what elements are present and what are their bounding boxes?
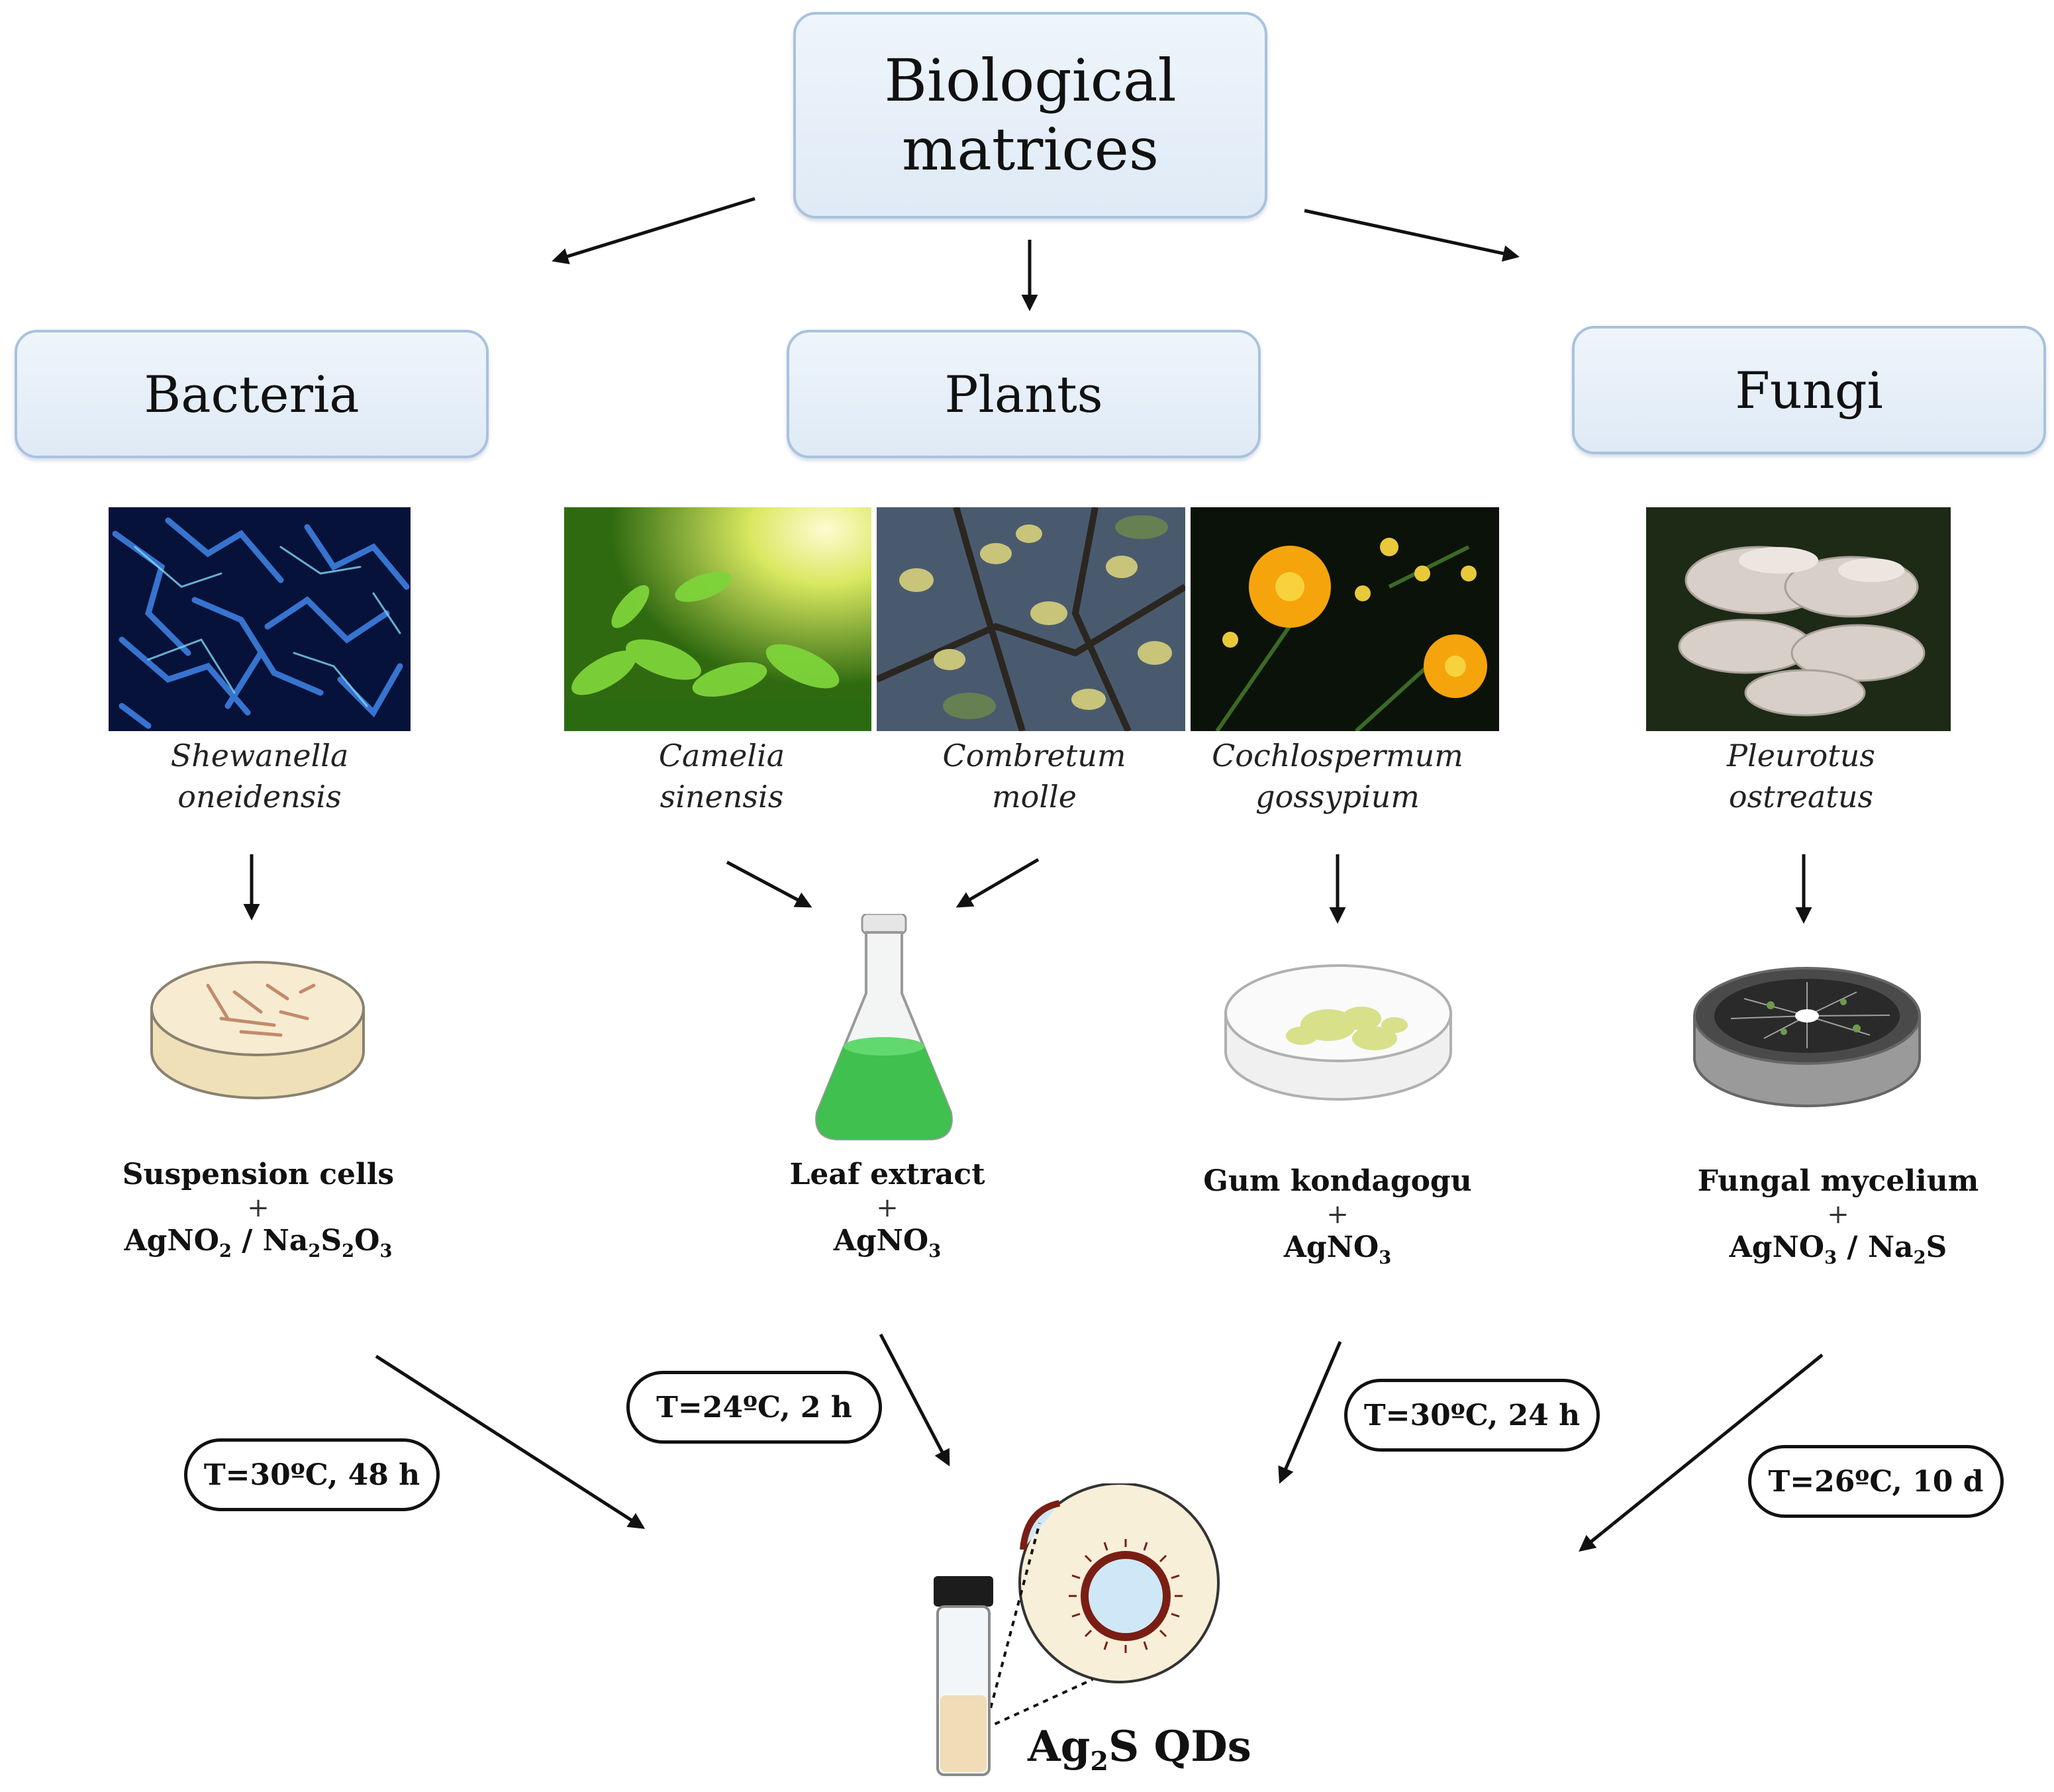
shewanella-photo — [109, 507, 411, 731]
mixture-reagents: AgNO3 — [1283, 1230, 1392, 1268]
condition-bacteria: T=30ºC, 48 h — [184, 1438, 440, 1511]
category-label-fungi: Fungi — [1735, 360, 1883, 420]
category-box-bacteria: Bacteria — [15, 330, 489, 458]
arrow-root-to-bacteria — [552, 197, 756, 265]
species-name-line1: Combretum — [942, 738, 1126, 773]
category-label-bacteria: Bacteria — [144, 364, 360, 424]
condition-label: T=26ºC, 10 d — [1768, 1464, 1984, 1499]
arrow-root-to-fungi — [1304, 209, 1520, 262]
plus-sign: + — [876, 1193, 899, 1223]
plus-sign: + — [1326, 1199, 1349, 1230]
species-shewanella-oneidensis: Shewanella oneidensis — [121, 735, 399, 817]
condition-label: T=30ºC, 24 h — [1363, 1398, 1581, 1432]
arrow-fungi-to-product — [1579, 1354, 1824, 1552]
mixture-reagents: AgNO3 / Na2S — [1729, 1230, 1947, 1268]
species-name-line2: gossypium — [1255, 779, 1420, 815]
mixture-name: Suspension cells — [122, 1158, 395, 1191]
category-label-plants: Plants — [944, 364, 1103, 424]
mixture-fungal-mycelium: Fungal mycelium + AgNO3 / Na2S — [1659, 1163, 2017, 1276]
camelia-photo — [564, 507, 871, 731]
product-label-ag2s-qds: Ag2S QDs — [1028, 1722, 1251, 1777]
qd-particle-icon — [1069, 1539, 1183, 1653]
species-pleurotus-ostreatus: Pleurotus ostreatus — [1669, 735, 1933, 817]
gum-kondagogu-dish — [1224, 964, 1452, 1101]
species-name-line1: Cochlospermum — [1212, 738, 1463, 773]
species-camelia-sinensis: Camelia sinensis — [589, 735, 854, 817]
arrow-combretum-to-flask — [955, 858, 1040, 908]
root-label-line1: Biological — [884, 46, 1177, 115]
mixture-bacteria: Suspension cells + AgNO2 / Na2S2O3 — [99, 1156, 417, 1269]
species-cochlospermum-gossypium: Cochlospermum gossypium — [1185, 735, 1490, 817]
arrow-camelia-to-flask — [726, 860, 812, 908]
species-combretum-molle: Combretum molle — [902, 735, 1167, 817]
species-name-line1: Shewanella — [170, 738, 349, 773]
category-box-plants: Plants — [787, 330, 1261, 458]
category-box-fungi: Fungi — [1572, 326, 2046, 454]
ag2s-qd-vial-icon — [934, 1483, 1220, 1776]
mixture-reagents: AgNO2 / Na2S2O3 — [124, 1224, 393, 1262]
mixture-name: Gum kondagogu — [1203, 1164, 1472, 1198]
species-name-line2: ostreatus — [1728, 779, 1874, 815]
species-name-line2: molle — [992, 779, 1077, 815]
species-name-line1: Camelia — [658, 738, 785, 773]
condition-gum: T=30ºC, 24 h — [1344, 1379, 1600, 1452]
bacteria-petri-dish — [150, 961, 365, 1099]
condition-label: T=30ºC, 48 h — [203, 1458, 420, 1492]
plus-sign: + — [247, 1193, 269, 1223]
mixture-reagents: AgNO3 — [833, 1224, 942, 1262]
root-label-line2: matrices — [901, 115, 1159, 183]
mixture-leaf-extract: Leaf extract + AgNO3 — [735, 1156, 1040, 1269]
arrow-gum-to-product — [1278, 1341, 1342, 1484]
mixture-name: Fungal mycelium — [1697, 1164, 1979, 1198]
condition-label: T=24ºC, 2 h — [656, 1390, 852, 1424]
mixture-gum-kondagogu: Gum kondagogu + AgNO3 — [1185, 1163, 1490, 1276]
species-name-line2: oneidensis — [177, 779, 342, 815]
arrow-leaf-to-product — [879, 1333, 950, 1467]
combretum-photo — [877, 507, 1185, 731]
condition-fungi: T=26ºC, 10 d — [1748, 1445, 2004, 1518]
arrow-bacteria-to-product — [375, 1354, 646, 1529]
leaf-extract-flask-icon — [815, 914, 953, 1140]
condition-plants: T=24ºC, 2 h — [626, 1371, 882, 1444]
plus-sign: + — [1827, 1199, 1849, 1230]
cochlospermum-photo — [1191, 507, 1499, 731]
fungal-mycelium-dish — [1693, 967, 1921, 1107]
pleurotus-photo — [1646, 507, 1951, 731]
species-name-line2: sinensis — [660, 779, 784, 815]
species-name-line1: Pleurotus — [1727, 738, 1875, 773]
mixture-name: Leaf extract — [789, 1158, 985, 1191]
root-box-biological-matrices: Biological matrices — [793, 12, 1267, 219]
